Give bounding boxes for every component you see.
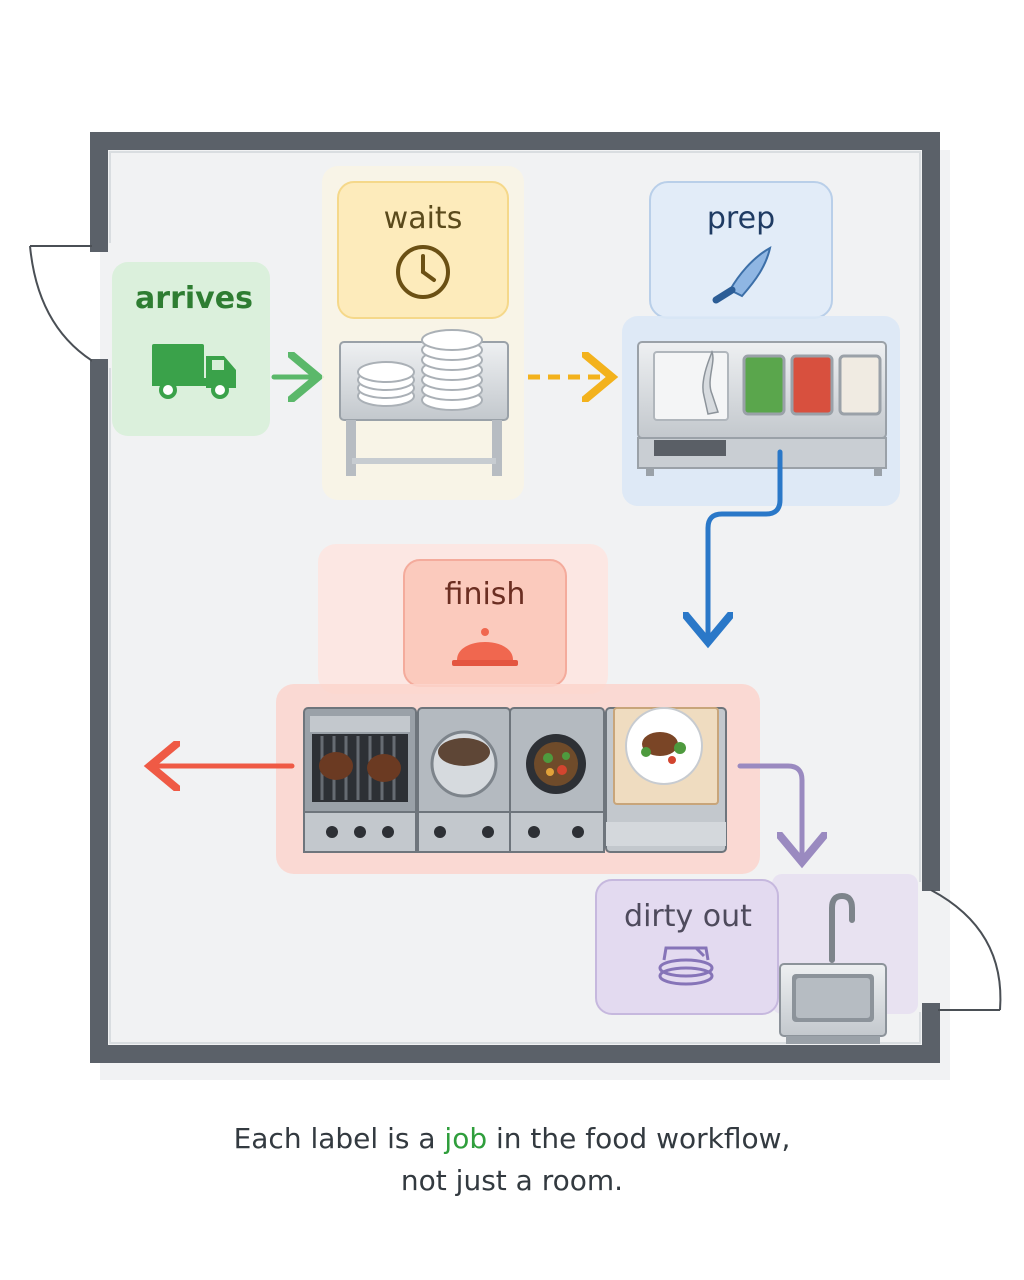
truck-icon: [152, 344, 236, 399]
zone-label-finish: finish: [445, 577, 526, 612]
zone-waits: waits: [322, 166, 524, 500]
zone-finish: finish: [276, 544, 760, 874]
dish-table: [339, 329, 509, 476]
zone-label-prep: prep: [707, 201, 775, 236]
caption: Each label is a job in the food workflow…: [0, 1118, 1024, 1202]
knife-icon: [712, 246, 772, 304]
zone-label-waits: waits: [384, 201, 463, 236]
clock-icon: [396, 245, 450, 299]
zone-label-dirty-out: dirty out: [624, 899, 752, 934]
cloche-icon: [452, 628, 518, 666]
inner-wall-line: [109, 151, 921, 1044]
prep-counter: [637, 341, 887, 476]
caption-highlight: job: [444, 1122, 488, 1155]
caption-line-1: Each label is a job in the food workflow…: [0, 1118, 1024, 1160]
dirty-dishes-icon: [658, 946, 714, 986]
cook-line: [303, 707, 727, 853]
left-door: [29, 238, 106, 370]
zone-prep: prep: [622, 181, 900, 506]
caption-line-2: not just a room.: [400, 1164, 624, 1197]
caption-part-1: Each label is a: [233, 1122, 445, 1155]
sink: [779, 892, 887, 1044]
plate-stack-icon: [357, 329, 483, 411]
zone-label-arrives: arrives: [135, 281, 253, 316]
caption-part-2: in the food workflow,: [487, 1122, 791, 1155]
zone-dirty-out: dirty out: [595, 874, 918, 1044]
flow-arrow-prep-to-finish: [708, 449, 783, 642]
walls: [90, 132, 940, 1063]
right-door: [924, 880, 1002, 1016]
zone-arrives: arrives: [112, 262, 270, 436]
flow-arrow-finish-to-dirty-out: [737, 763, 802, 862]
